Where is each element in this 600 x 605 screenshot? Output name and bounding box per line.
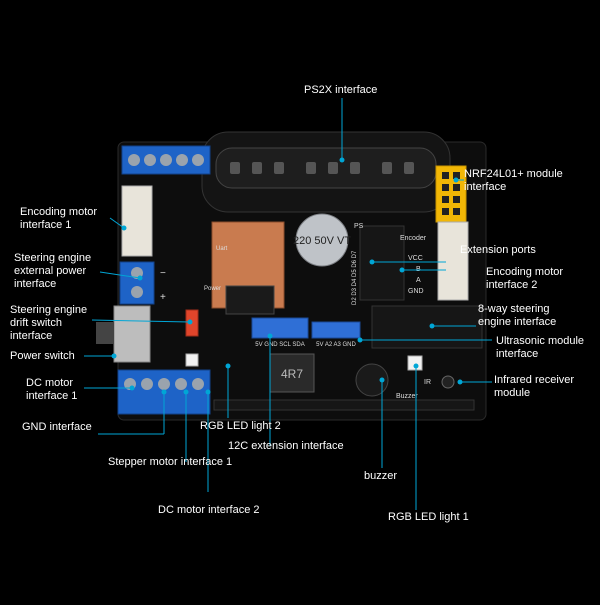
inductor bbox=[269, 353, 315, 393]
ultrasonic-header bbox=[311, 321, 361, 339]
label-encoding-motor-1: Encoding motor interface 1 bbox=[20, 206, 98, 231]
bottom-pin-header bbox=[213, 399, 475, 411]
vcc-label: VCC bbox=[408, 255, 423, 262]
callout-lines bbox=[84, 98, 492, 510]
label-gnd-interface: GND interface bbox=[22, 421, 92, 433]
ps2x-pins bbox=[230, 162, 414, 174]
i2c-pin-labels: 5V GND SCL SDA bbox=[255, 342, 304, 348]
label-8way-steering: 8-way steering engine interface bbox=[478, 303, 557, 328]
terminal-screws-top bbox=[128, 154, 204, 166]
ps2x-socket bbox=[215, 147, 437, 189]
plus-label: + bbox=[160, 292, 166, 303]
callout-dots bbox=[111, 157, 463, 395]
inductor-marking: 4R7 bbox=[281, 367, 303, 381]
label-encoding-motor-2: Encoding motor interface 2 bbox=[486, 266, 564, 291]
ir-silkscreen: IR bbox=[424, 379, 431, 386]
rgb-led-1 bbox=[407, 355, 423, 371]
label-steering-power: Steering engine external power interface bbox=[14, 252, 92, 290]
label-nrf-interface: NRF24L01+ module interface bbox=[464, 168, 563, 193]
driver-chip bbox=[225, 285, 275, 315]
label-power-switch: Power switch bbox=[10, 350, 75, 362]
label-steering-drift: Steering engine drift switch interface bbox=[10, 304, 88, 342]
label-rgb-led-1: RGB LED light 1 bbox=[388, 511, 469, 523]
steering-8way-header bbox=[371, 305, 483, 349]
label-dc-motor-2: DC motor interface 2 bbox=[158, 504, 260, 516]
nrf-yellow-header bbox=[435, 165, 467, 223]
encoding-motor-1-connector bbox=[121, 185, 153, 257]
d-pin-labels: D2 D3 D4 D5 D6 D7 bbox=[352, 250, 358, 305]
uart-label: Uart bbox=[216, 246, 228, 252]
label-ps2x-interface: PS2X interface bbox=[304, 84, 378, 96]
label-i2c-extension: 12C extension interface bbox=[228, 440, 344, 452]
ps-label: PS bbox=[354, 223, 364, 230]
label-stepper-motor-1: Stepper motor interface 1 bbox=[108, 456, 233, 468]
nrf-header-holes bbox=[442, 172, 460, 215]
electrolytic-capacitor bbox=[295, 213, 349, 267]
gnd-label: GND bbox=[408, 288, 424, 295]
encoder-label: Encoder bbox=[400, 235, 427, 242]
label-rgb-led-2: RGB LED light 2 bbox=[200, 420, 281, 432]
extension-pin-header bbox=[359, 225, 405, 301]
label-extension-ports: Extension ports bbox=[460, 244, 536, 256]
label-infrared: Infrared receiver module bbox=[494, 374, 575, 399]
minus-label: − bbox=[160, 268, 166, 279]
i2c-header bbox=[251, 317, 309, 339]
label-buzzer: buzzer bbox=[364, 470, 398, 482]
label-ultrasonic: Ultrasonic module interface bbox=[496, 335, 585, 360]
power-switch-lever bbox=[96, 322, 114, 344]
rgb-led-2 bbox=[185, 353, 199, 367]
buzzer-silkscreen: Buzzer bbox=[396, 393, 418, 400]
power-label: Power bbox=[204, 286, 221, 292]
ir-receiver bbox=[441, 375, 455, 389]
capacitor-marking: 220 50V VT bbox=[293, 235, 351, 247]
terminal-screws-bottom bbox=[124, 378, 204, 390]
power-switch-body bbox=[113, 305, 151, 363]
a-pin-labels: 5V A2 A3 GND bbox=[316, 342, 356, 348]
buzzer-component bbox=[355, 363, 389, 397]
a-label: A bbox=[416, 277, 421, 284]
label-dc-motor-1: DC motor interface 1 bbox=[26, 377, 78, 402]
encoding-motor-2-connector bbox=[437, 221, 469, 301]
